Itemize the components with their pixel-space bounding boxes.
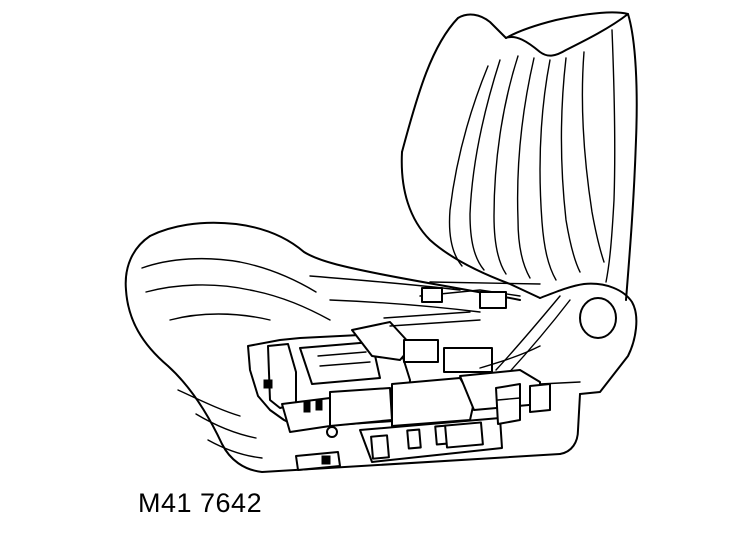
seat-rails [429, 281, 581, 385]
seat-backrest [400, 11, 638, 301]
seat-switch-assembly [247, 287, 551, 471]
seat-cushion [124, 221, 638, 473]
figure-reference-label: M41 7642 [138, 488, 263, 518]
